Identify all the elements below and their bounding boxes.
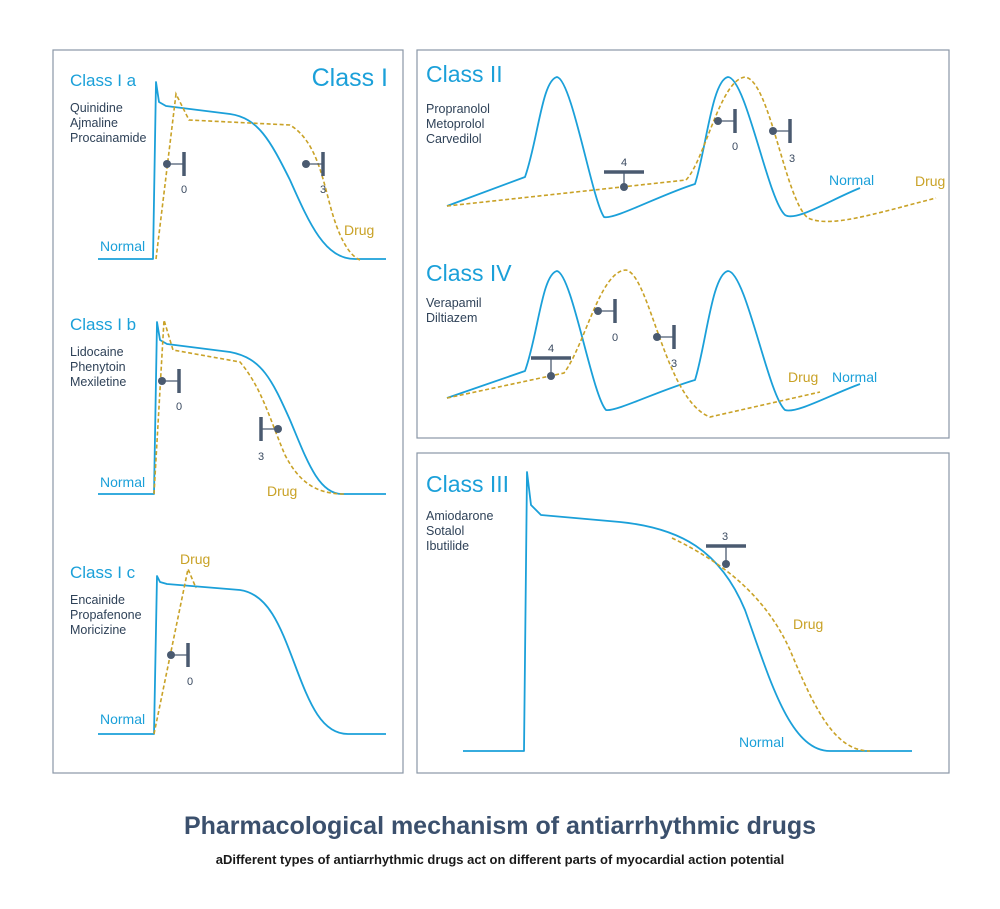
class-1b-drug-2: Phenytoin	[70, 360, 126, 374]
class-1a-drug-1: Quinidine	[70, 101, 123, 115]
class-1a-normal-label: Normal	[100, 238, 145, 254]
class-4-channel-3-number: 3	[671, 358, 677, 370]
class-4-channel-0-number: 0	[612, 332, 618, 344]
class-2-drug-label: Drug	[915, 173, 945, 189]
class-4-normal-curve	[446, 270, 861, 412]
class-1c-label: Class I c	[70, 563, 136, 582]
class-1c-channel-0: 0	[167, 643, 193, 688]
class-4-channel-4: 4	[531, 343, 571, 380]
class-1b-channel-3: 3	[258, 417, 282, 463]
class-1a-channel-0: 0	[163, 152, 187, 196]
class-4-channel-3: 3	[653, 325, 677, 370]
class-4-channel-4-number: 4	[548, 343, 554, 355]
class-1a-channel-0-number: 0	[181, 184, 187, 196]
class-1-heading: Class I	[312, 64, 388, 92]
class-3-channel-3: 3	[706, 531, 746, 568]
class-1b-channel-3-number: 3	[258, 451, 264, 463]
class-2-normal-label: Normal	[829, 172, 874, 188]
class-3-channel-3-number: 3	[722, 531, 728, 543]
class-3-normal-curve	[463, 471, 912, 752]
class-3-drug-label: Drug	[793, 616, 823, 632]
class-3-label: Class III	[426, 471, 509, 497]
page-title: Pharmacological mechanism of antiarrhyth…	[183, 812, 817, 840]
subpanel-class-2: Class II Propranolol Metoprolol Carvedil…	[426, 61, 945, 223]
class-1b-channel-0: 0	[158, 369, 182, 413]
class-1b-label: Class I b	[70, 315, 136, 334]
class-1b-normal-curve	[98, 321, 386, 495]
class-1c-drug-1: Encainide	[70, 593, 125, 607]
class-1a-drug-curve	[155, 91, 361, 261]
class-1c-drug-3: Moricizine	[70, 623, 126, 637]
subpanel-class-1c: Class I c Encainide Propafenone Moricizi…	[70, 551, 386, 735]
class-4-channel-0: 0	[594, 299, 618, 344]
class-1a-normal-curve	[98, 81, 386, 260]
class-2-label: Class II	[426, 61, 503, 87]
class-2-channel-3-number: 3	[789, 153, 795, 165]
class-1b-normal-label: Normal	[100, 474, 145, 490]
class-1c-channel-0-number: 0	[187, 676, 193, 688]
class-1c-drug-curve	[153, 566, 197, 735]
panel-class-2-4: Class II Propranolol Metoprolol Carvedil…	[416, 49, 950, 439]
class-1c-normal-label: Normal	[100, 711, 145, 727]
class-2-channel-0-number: 0	[732, 141, 738, 153]
class-1a-channel-3-number: 3	[320, 184, 326, 196]
class-4-label: Class IV	[426, 260, 512, 286]
class-2-drug-2: Metoprolol	[426, 117, 484, 131]
class-2-channel-4-number: 4	[621, 157, 627, 169]
class-4-drug-2: Diltiazem	[426, 311, 477, 325]
class-2-channel-3: 3	[769, 119, 795, 165]
class-1a-label: Class I a	[70, 71, 137, 90]
class-1b-drug-3: Mexiletine	[70, 375, 126, 389]
class-1b-channel-0-number: 0	[176, 401, 182, 413]
class-2-channel-0: 0	[714, 109, 738, 153]
class-1a-drug-label: Drug	[344, 222, 374, 238]
class-1a-channel-3: 3	[302, 152, 326, 196]
class-1a-drug-3: Procainamide	[70, 131, 146, 145]
class-2-drug-curve	[446, 76, 937, 223]
panel-class-3-frame	[416, 452, 950, 774]
class-2-drug-3: Carvedilol	[426, 132, 482, 146]
panel-class-3: Class III Amiodarone Sotalol Ibutilide 3…	[416, 452, 950, 774]
class-2-channel-4: 4	[604, 157, 644, 191]
class-1c-drug-label: Drug	[180, 551, 210, 567]
class-4-drug-curve	[446, 269, 821, 418]
class-3-drug-curve	[671, 537, 871, 752]
class-4-normal-label: Normal	[832, 369, 877, 385]
class-4-drug-label: Drug	[788, 369, 818, 385]
subpanel-class-1a: Class I a Quinidine Ajmaline Procainamid…	[70, 71, 386, 261]
class-4-drug-1: Verapamil	[426, 296, 482, 310]
subpanel-class-4: Class IV Verapamil Diltiazem 4 0 3	[426, 260, 877, 418]
panel-class-1: Class I Class I a Quinidine Ajmaline Pro…	[52, 49, 404, 774]
class-1b-drug-label: Drug	[267, 483, 297, 499]
class-1b-drug-1: Lidocaine	[70, 345, 124, 359]
panel-class-1-frame	[52, 49, 404, 774]
page-subtitle: aDifferent types of antiarrhythmic drugs…	[215, 852, 785, 867]
class-1c-normal-curve	[98, 575, 386, 735]
class-3-drug-2: Sotalol	[426, 524, 464, 538]
class-1c-drug-2: Propafenone	[70, 608, 142, 622]
subpanel-class-1b: Class I b Lidocaine Phenytoin Mexiletine…	[70, 315, 386, 499]
class-3-drug-3: Ibutilide	[426, 539, 469, 553]
class-3-normal-label: Normal	[739, 734, 784, 750]
class-2-normal-curve	[446, 76, 861, 219]
class-3-drug-1: Amiodarone	[426, 509, 493, 523]
panel-class-2-4-frame	[416, 49, 950, 439]
class-1a-drug-2: Ajmaline	[70, 116, 118, 130]
class-2-drug-1: Propranolol	[426, 102, 490, 116]
